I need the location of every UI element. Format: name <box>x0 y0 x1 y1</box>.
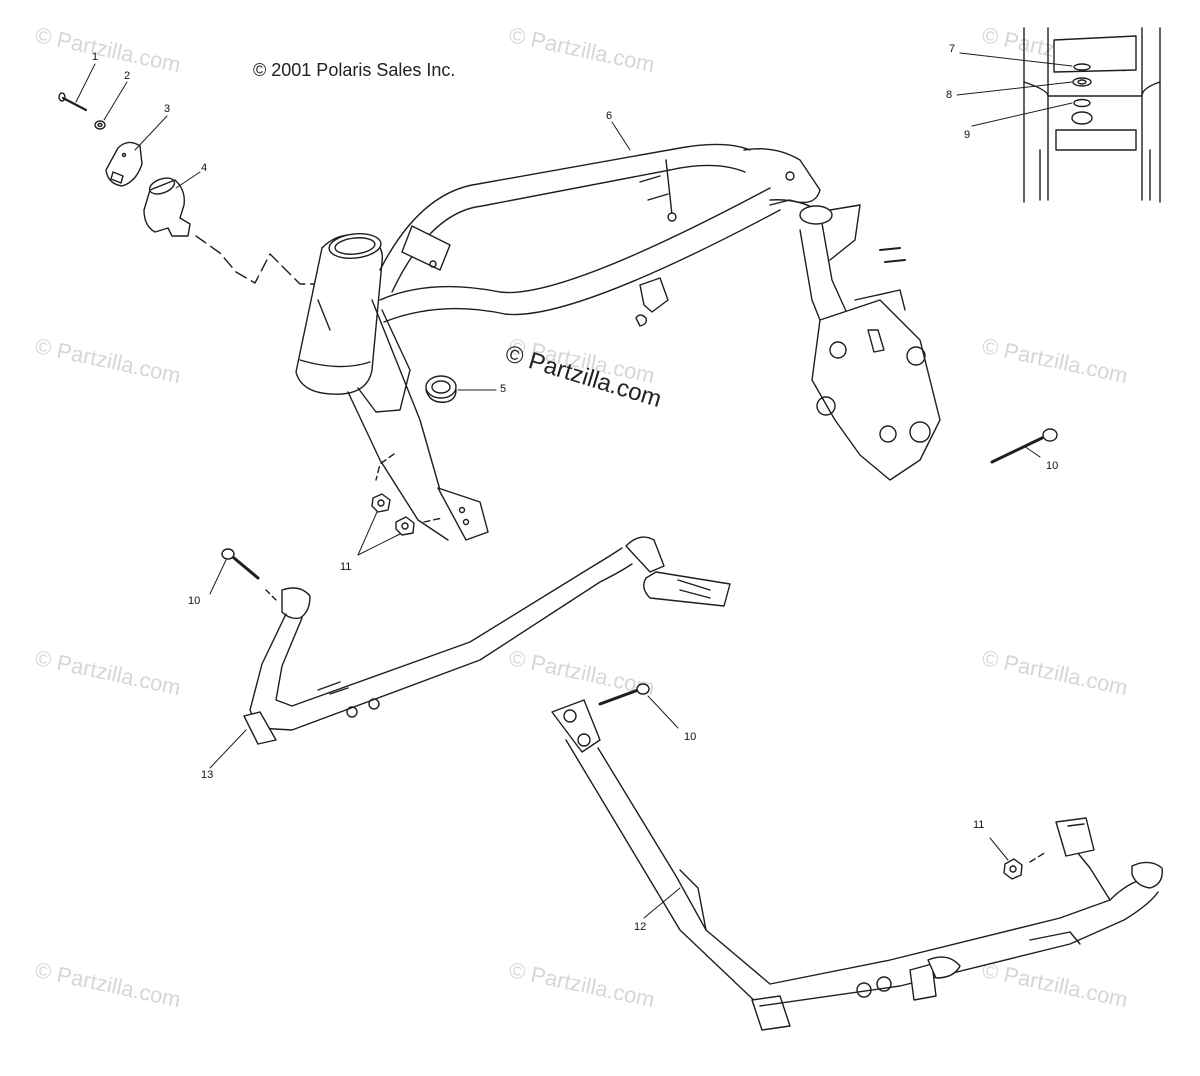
part-6-main-frame <box>295 143 941 541</box>
callout-10-right: 10 <box>1046 460 1059 472</box>
copyright-notice: © 2001 Polaris Sales Inc. <box>253 60 456 80</box>
part-13-front-tube <box>243 536 731 745</box>
callout-1: 1 <box>92 51 99 63</box>
callout-7: 7 <box>949 43 956 55</box>
callout-10-left: 10 <box>188 595 201 607</box>
callout-3: 3 <box>164 103 171 115</box>
part-10-bolt-middle <box>598 683 650 706</box>
callout-2: 2 <box>124 70 131 82</box>
part-11-nut-lower <box>1003 851 1047 880</box>
callout-12: 12 <box>634 921 647 933</box>
callout-8: 8 <box>946 89 953 101</box>
part-4-bushing <box>143 177 191 237</box>
callout-9: 9 <box>964 129 971 141</box>
callout-5: 5 <box>500 383 507 395</box>
part-12-lower-rail <box>551 699 1163 1031</box>
callout-6: 6 <box>606 110 613 122</box>
callout-4: 4 <box>201 162 208 174</box>
part-10-bolt-right <box>990 428 1058 464</box>
part-11-nuts-upper <box>371 453 443 536</box>
callout-13: 13 <box>201 769 214 781</box>
callout-11-lower: 11 <box>973 819 985 831</box>
part-2-washer <box>94 120 106 130</box>
part-10-bolt-left <box>221 548 277 601</box>
part-1-screw <box>58 92 88 112</box>
callout-10-middle: 10 <box>684 731 697 743</box>
part-3-cover-plate <box>105 141 143 187</box>
part-5-grommet <box>425 375 457 403</box>
callout-11-upper: 11 <box>340 561 352 573</box>
leader-lines <box>75 52 1073 919</box>
inset-detail <box>1023 27 1161 203</box>
